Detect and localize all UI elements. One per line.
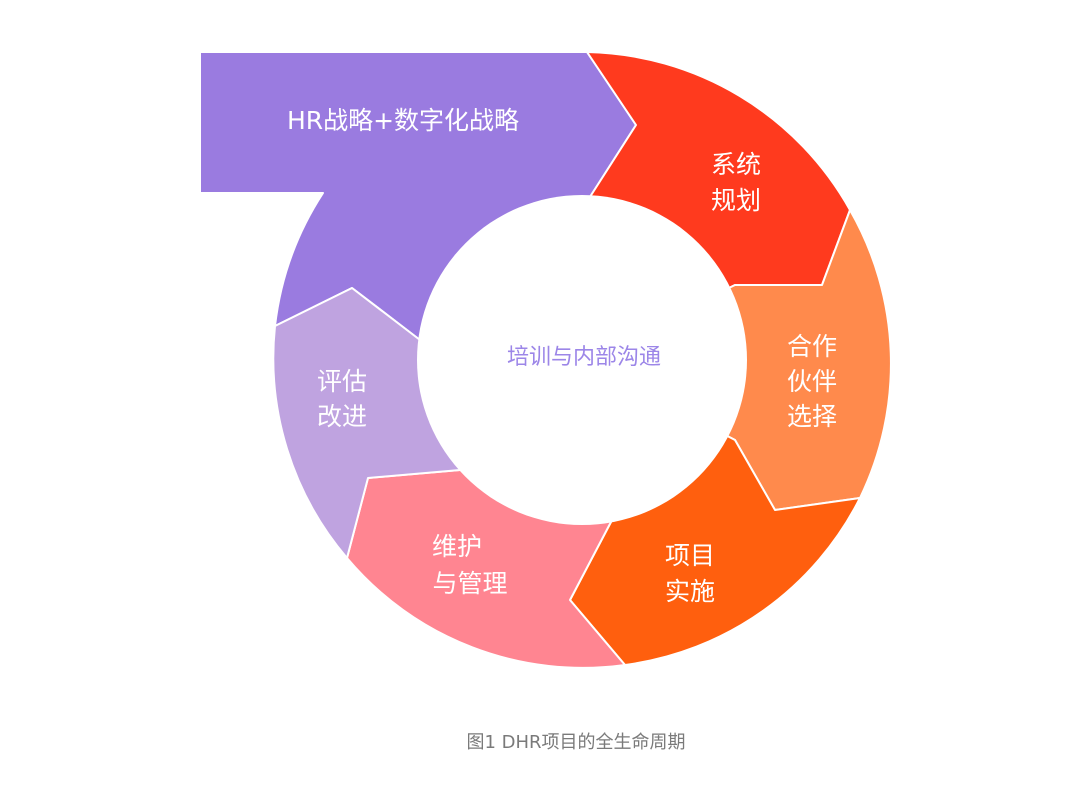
stage-label: HR战略+数字化战略 [287, 106, 519, 135]
stage-label: 系统 [711, 150, 761, 179]
center-circle [417, 195, 747, 525]
stage-label: 规划 [711, 186, 761, 215]
stage-label: 合作 [787, 332, 837, 361]
stage-label: 选择 [787, 402, 837, 431]
stage-label: 与管理 [432, 569, 507, 598]
stage-label: 项目 [665, 541, 715, 570]
stage-label: 实施 [665, 577, 715, 606]
stage-label: 评估 [317, 367, 367, 396]
stage-label: 改进 [317, 402, 367, 431]
stage-label: 伙伴 [787, 367, 837, 396]
stage-label: 维护 [432, 532, 482, 561]
figure-caption: 图1 DHR项目的全生命周期 [466, 732, 685, 753]
center-label: 培训与内部沟通 [507, 345, 661, 370]
